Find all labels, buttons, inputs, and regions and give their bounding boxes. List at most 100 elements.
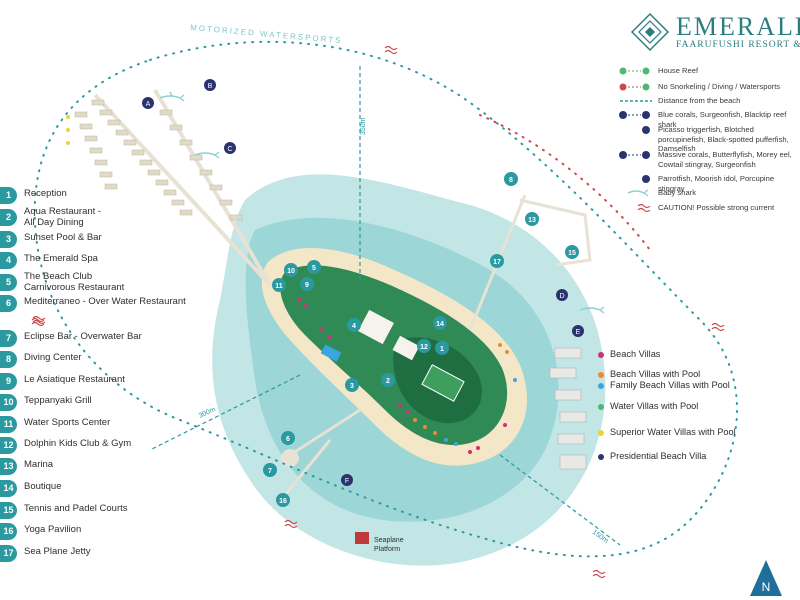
water-villas [74, 99, 243, 221]
location-label: Yoga Pavilion [24, 524, 82, 535]
marker-10: 10 [287, 268, 295, 275]
location-number: 6 [0, 295, 17, 312]
snorkel-point-c: C [227, 146, 232, 153]
distance-line-icon [620, 100, 652, 102]
villa-color-dot [598, 372, 604, 378]
building [392, 335, 420, 361]
location-label: Reception [24, 188, 67, 199]
snorkel-point-e: E [576, 329, 581, 336]
location-item: 7 Eclipse Bar - Overwater Bar [0, 330, 200, 348]
marker-12: 12 [420, 344, 428, 351]
distance-label: 350m [360, 117, 367, 135]
pool [320, 344, 342, 362]
marker-9: 9 [305, 282, 309, 289]
marker-3: 3 [350, 383, 354, 390]
location-label: Mediterraneo - Over Water Restaurant [24, 296, 186, 307]
brand-title: EMERALD [676, 12, 800, 41]
restaurant-jetty [289, 408, 361, 457]
location-item: 6 Mediterraneo - Over Water Restaurant [0, 295, 200, 313]
seaplane-line-1: Seaplane [374, 537, 404, 544]
villa-color-dot [598, 404, 604, 410]
villa-label: Presidential Beach Villa [610, 451, 707, 461]
location-label: Eclipse Bar - Overwater Bar [24, 331, 142, 342]
villa-icons [549, 347, 587, 470]
building [358, 309, 394, 345]
marker-8: 8 [509, 177, 513, 184]
snorkel-point-f: F [345, 478, 349, 485]
caution-wave-icon [637, 203, 651, 213]
snorkel-point-b: B [208, 83, 213, 90]
location-number: 5 [0, 274, 17, 291]
legend-text: House Reef [658, 66, 699, 75]
villa-color-dot [598, 454, 604, 460]
location-number: 8 [0, 351, 17, 368]
legend-text: Massive corals, Butterflyfish, Morey eel… [658, 150, 792, 169]
location-number: 12 [0, 437, 17, 454]
location-label: Sunset Pool & Bar [24, 232, 102, 243]
location-number: 10 [0, 394, 17, 411]
location-label: The Beach Club Carnivorous Restaurant [24, 271, 125, 293]
location-number: 11 [0, 416, 17, 433]
location-number: 4 [0, 252, 17, 269]
location-item: 9 Le Asiatique Restaurant [0, 373, 200, 391]
caution-waves [31, 45, 725, 579]
marker-14: 14 [436, 321, 444, 328]
location-item: 2 Aqua Restaurant - All Day Dining [0, 206, 200, 228]
marker-17: 17 [493, 259, 501, 266]
villa-color-dot [598, 383, 604, 389]
location-number: 13 [0, 458, 17, 475]
legend-text: Picasso triggerfish, Blotched porcupinef… [658, 125, 789, 154]
villa-color-dot [598, 430, 604, 436]
location-item: 16 Yoga Pavilion [0, 523, 200, 541]
marker-11: 11 [275, 283, 283, 290]
baby-shark-icons [159, 91, 605, 314]
location-item: 13 Marina [0, 458, 200, 476]
compass-north-icon: N [750, 560, 782, 596]
no-snorkeling-icon [619, 83, 650, 91]
location-label: The Emerald Spa [24, 253, 98, 264]
distance-lines [149, 65, 621, 546]
villa-label: Water Villas with Pool [610, 401, 699, 411]
location-number: 16 [0, 523, 17, 540]
legend-text: CAUTION! Possible strong current [658, 203, 775, 212]
snorkel-point-c-icon [642, 126, 650, 134]
location-number: 9 [0, 373, 17, 390]
marker-7: 7 [268, 468, 272, 475]
villa-label: Beach Villas with Pool [610, 369, 701, 379]
eclipse-bar [281, 449, 299, 467]
beach-villa-markers [298, 298, 507, 454]
marina [519, 198, 592, 267]
location-label: Aqua Restaurant - All Day Dining [24, 206, 102, 228]
legend-text: No Snorkeling / Diving / Watersports [658, 82, 781, 91]
marker-6: 6 [286, 436, 290, 443]
seaplane-platform-shape [355, 532, 369, 544]
marker-5: 5 [312, 265, 316, 272]
location-label: Sea Plane Jetty [24, 546, 91, 557]
location-number: 14 [0, 480, 17, 497]
location-label: Le Asiatique Restaurant [24, 374, 125, 385]
tennis-court [421, 364, 465, 402]
location-label: Marina [24, 459, 54, 470]
caution-wave-icon [32, 315, 46, 325]
snorkel-point-de-icon [619, 151, 650, 159]
emerald-logo-icon [630, 12, 670, 52]
family-villa-markers [444, 378, 517, 446]
location-label: Diving Center [24, 352, 82, 363]
location-item: 5 The Beach Club Carnivorous Restaurant [0, 271, 200, 293]
snorkel-points: A B C D E F [142, 79, 584, 486]
marker-4: 4 [352, 323, 356, 330]
motorized-watersports-label: MOTORIZED WATERSPORTS [190, 23, 343, 45]
location-number: 7 [0, 330, 17, 347]
location-number: 2 [0, 209, 17, 226]
villa-label: Superior Water Villas with Pool [610, 427, 736, 437]
baby-shark-icon [627, 189, 649, 197]
marker-15: 15 [568, 250, 576, 257]
location-label: Water Sports Center [24, 417, 111, 428]
